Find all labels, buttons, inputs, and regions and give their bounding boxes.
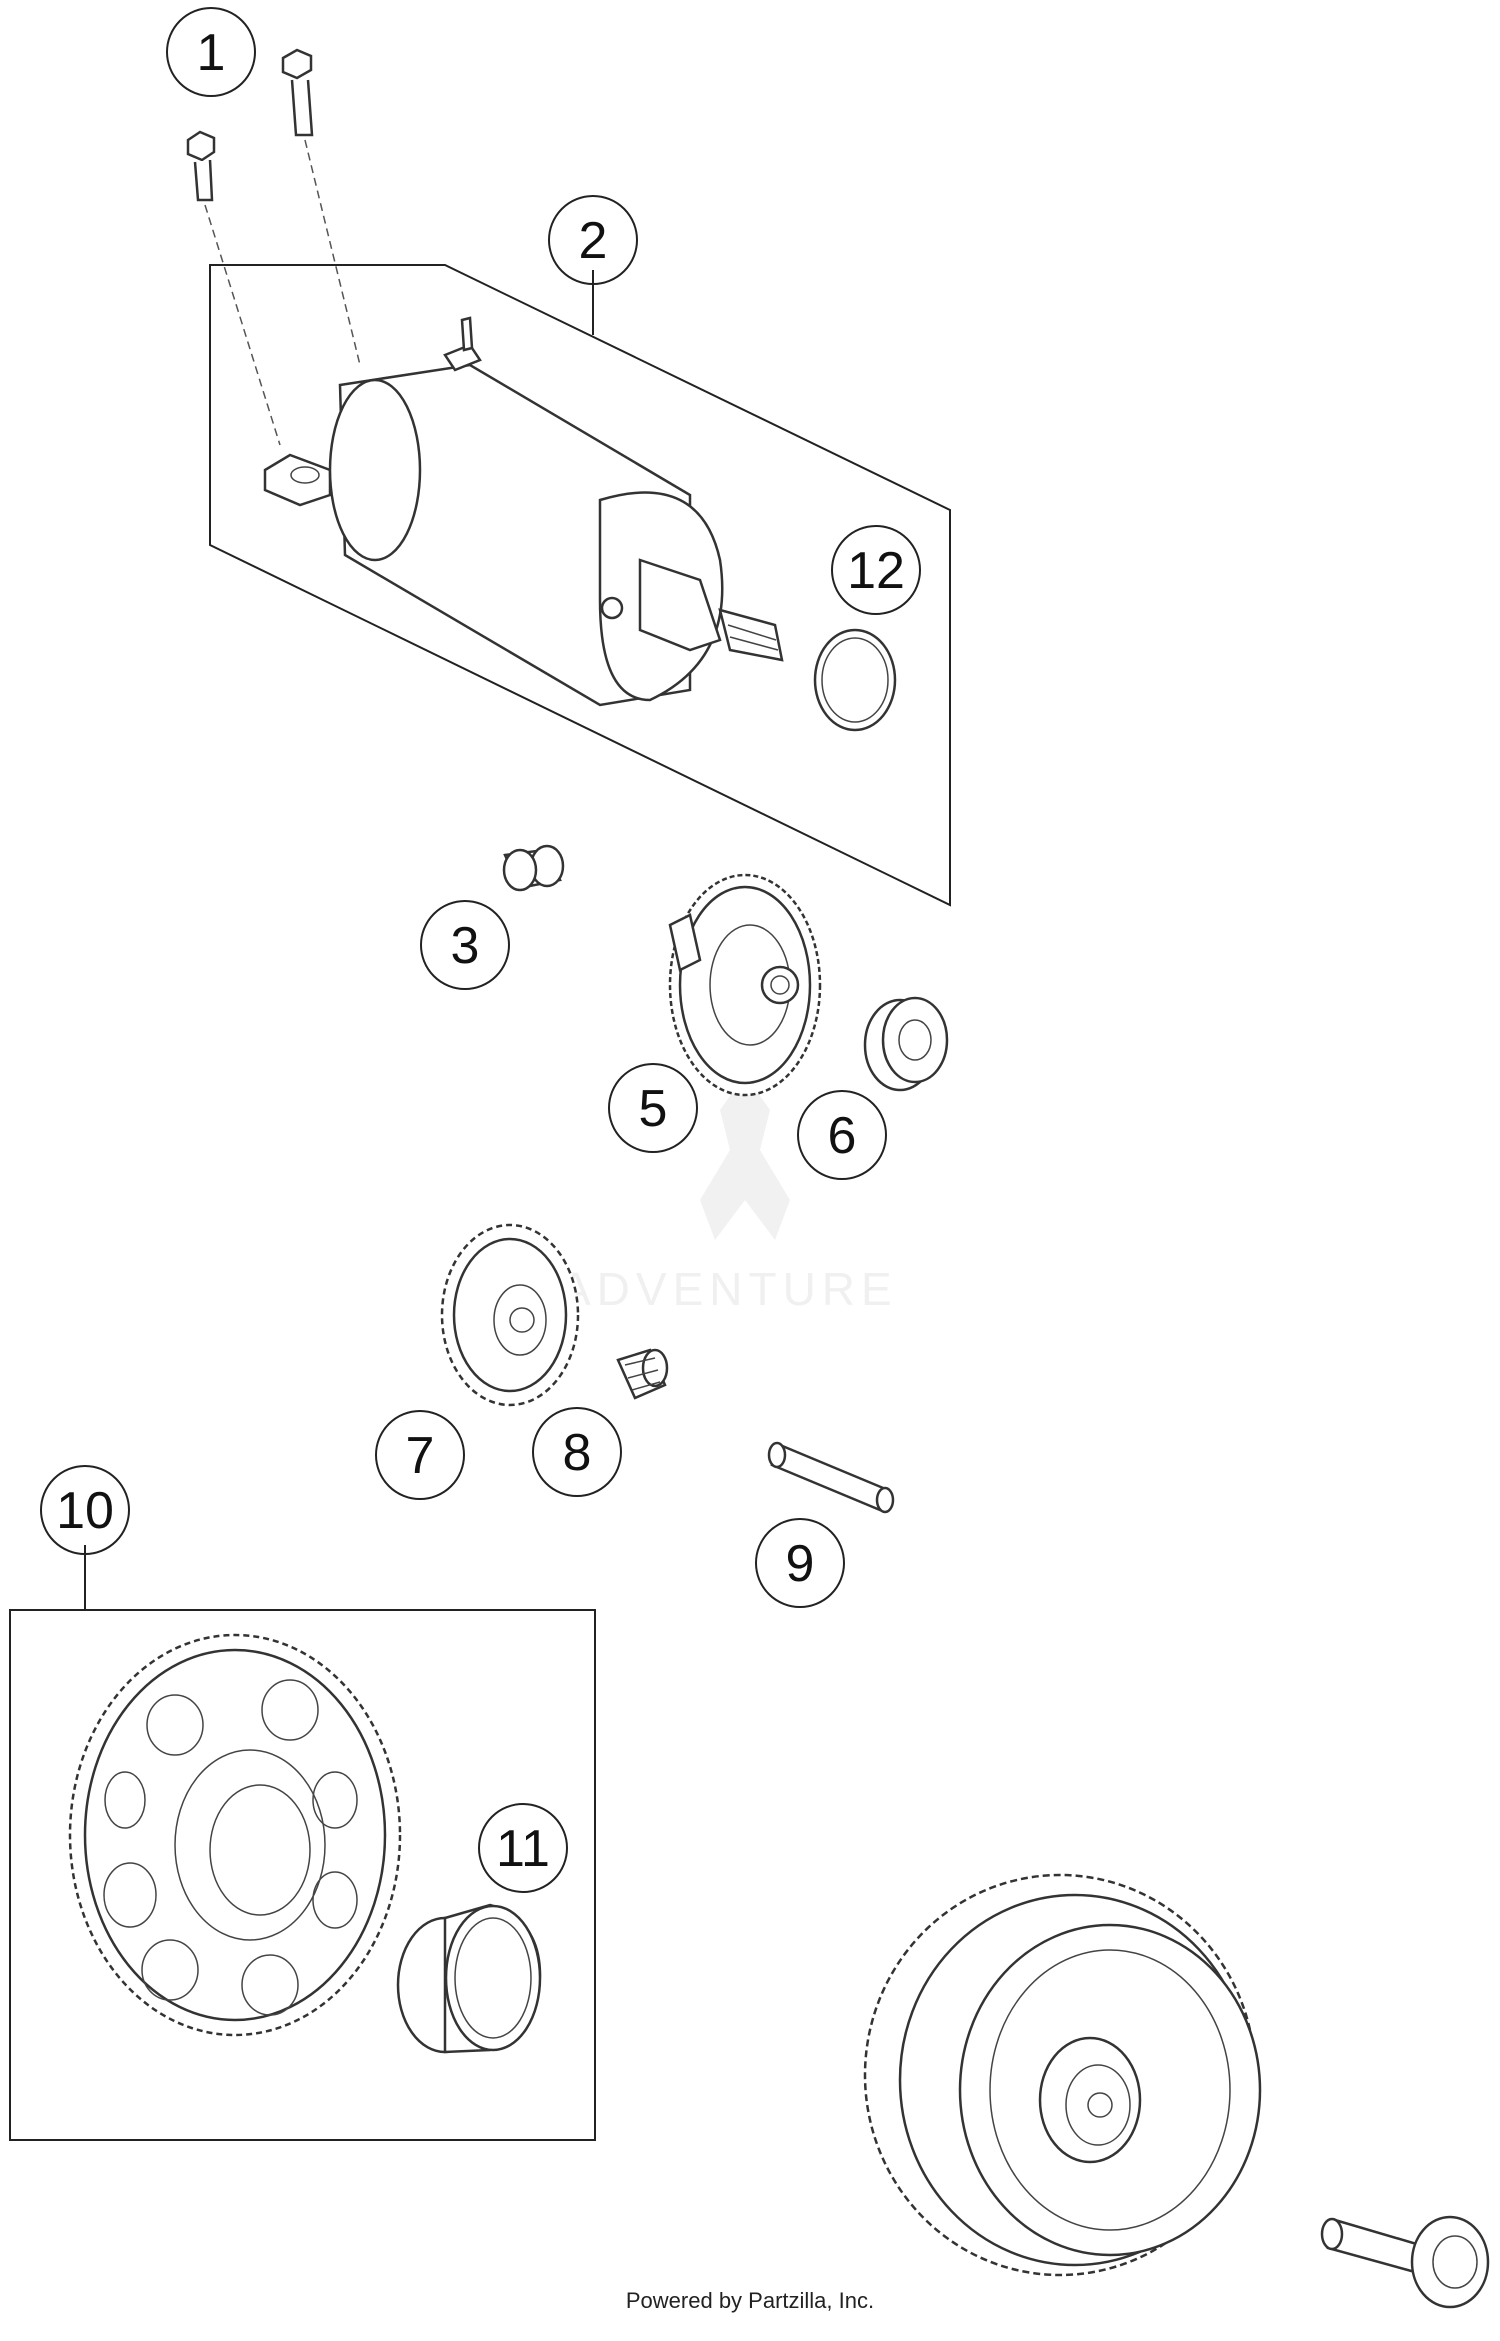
callout-7: 7 xyxy=(375,1410,465,1500)
svg-text:9: 9 xyxy=(786,1535,815,1593)
callout-5: 5 xyxy=(608,1063,698,1153)
bushing-3 xyxy=(502,844,565,892)
svg-text:6: 6 xyxy=(828,1107,857,1165)
bolt-1a xyxy=(186,130,281,446)
needle-bearing-8 xyxy=(616,1348,669,1400)
footer-credit: Powered by Partzilla, Inc. xyxy=(625,2288,875,2313)
svg-text:7: 7 xyxy=(406,1427,435,1485)
pin-9 xyxy=(767,1441,895,1514)
callout-9: 9 xyxy=(755,1518,845,1608)
svg-text:3: 3 xyxy=(451,917,480,975)
group-box-2 xyxy=(209,264,951,907)
callout-11: 11 xyxy=(478,1803,568,1893)
callout-12: 12 xyxy=(831,525,921,615)
svg-text:5: 5 xyxy=(639,1080,668,1138)
svg-text:12: 12 xyxy=(847,542,905,600)
watermark-text: ADVENTURE xyxy=(560,1263,898,1315)
intermediate-gear-5 xyxy=(668,873,822,1097)
svg-text:11: 11 xyxy=(496,1820,550,1878)
callout-2: 2 xyxy=(548,195,638,285)
gear-7 xyxy=(440,1223,580,1407)
svg-text:8: 8 xyxy=(563,1424,592,1482)
callout-8: 8 xyxy=(532,1407,622,1497)
svg-text:1: 1 xyxy=(197,24,226,82)
callout-10: 10 xyxy=(40,1465,130,1555)
starter-gear-10 xyxy=(68,1633,402,2037)
flywheel-bolt xyxy=(1320,2215,1490,2309)
group-box-10 xyxy=(9,1609,596,2141)
freewheel-11 xyxy=(396,1903,542,2054)
bearing-6 xyxy=(863,996,949,1092)
svg-text:10: 10 xyxy=(56,1482,114,1540)
svg-text:2: 2 xyxy=(579,212,608,270)
watermark-logo: ADVENTURE xyxy=(560,1075,898,1315)
callout-6: 6 xyxy=(797,1090,887,1180)
bolt-1b xyxy=(281,48,361,366)
flywheel xyxy=(863,1873,1262,2277)
callout-3: 3 xyxy=(420,900,510,990)
callout-1: 1 xyxy=(166,7,256,97)
o-ring-12 xyxy=(813,628,897,732)
starter-motor xyxy=(263,316,784,707)
